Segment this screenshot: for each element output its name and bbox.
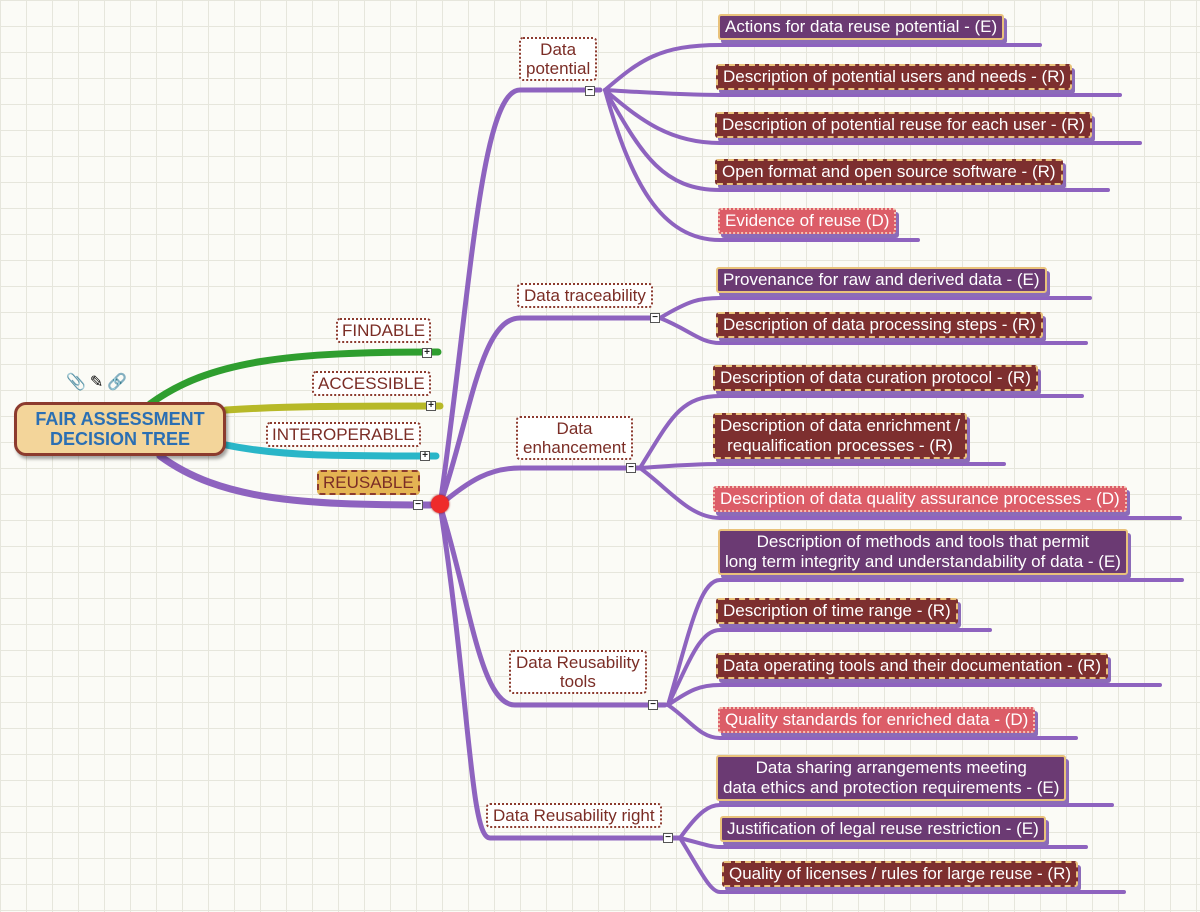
subtopic-tools-line2: tools bbox=[559, 672, 596, 691]
leaf-data-quality-assurance[interactable]: Description of data quality assurance pr… bbox=[713, 486, 1127, 512]
subtopic-data-enhancement[interactable]: Data enhancement bbox=[516, 416, 634, 460]
leaf-methods-tools-integrity[interactable]: Description of methods and tools that pe… bbox=[718, 529, 1128, 575]
paperclip-icon[interactable]: 📎 bbox=[66, 374, 86, 391]
leaf-open-format-software[interactable]: Open format and open source software - (… bbox=[715, 159, 1063, 185]
leaf-u1-line2: long term integrity and understandabilit… bbox=[725, 552, 1121, 571]
subtopic-data-reusability-right[interactable]: Data Reusability right bbox=[486, 803, 662, 828]
edge-right bbox=[437, 502, 683, 841]
leaf-data-enrichment-requalification[interactable]: Description of data enrichment / requali… bbox=[713, 413, 968, 459]
leaf-potential-reuse-each-user[interactable]: Description of potential reuse for each … bbox=[715, 112, 1092, 138]
edge-findable bbox=[146, 348, 442, 408]
link-icon[interactable]: 🔗 bbox=[107, 374, 128, 391]
reusable-hub-dot bbox=[431, 495, 449, 513]
category-interoperable[interactable]: INTEROPERABLE bbox=[266, 422, 421, 447]
leaf-r1-line2: data ethics and protection requirements … bbox=[723, 778, 1060, 797]
expand-interoperable-toggle[interactable]: + bbox=[420, 451, 430, 461]
leaf-time-range[interactable]: Description of time range - (R) bbox=[716, 598, 958, 624]
edge-interoperable bbox=[222, 441, 440, 460]
subtopic-data-reusability-tools[interactable]: Data Reusability tools bbox=[509, 650, 647, 694]
collapse-tools-toggle[interactable]: − bbox=[648, 700, 658, 710]
edge-tools bbox=[437, 502, 668, 708]
edge-accessible bbox=[222, 402, 444, 414]
collapse-reusable-toggle[interactable]: − bbox=[413, 500, 423, 510]
root-toolbar: 📎✎🔗 bbox=[66, 372, 131, 392]
subtopic-data-potential[interactable]: Data potential bbox=[519, 37, 598, 81]
leaf-data-curation-protocol[interactable]: Description of data curation protocol - … bbox=[713, 365, 1038, 391]
subtopic-data-traceability[interactable]: Data traceability bbox=[517, 283, 653, 308]
category-accessible[interactable]: ACCESSIBLE bbox=[312, 371, 431, 396]
subtopic-data-enhancement-line1: Data bbox=[556, 419, 593, 438]
leaf-r1-line1: Data sharing arrangements meeting bbox=[755, 758, 1027, 777]
root-title-line2: DECISION TREE bbox=[49, 429, 191, 449]
expand-accessible-toggle[interactable]: + bbox=[426, 401, 436, 411]
root-title-line1: FAIR ASSESSMENT bbox=[35, 409, 205, 429]
leaf-e2-line1: Description of data enrichment / bbox=[720, 416, 961, 435]
leaf-provenance-raw-derived[interactable]: Provenance for raw and derived data - (E… bbox=[716, 267, 1047, 293]
leaf-actions-data-reuse-potential[interactable]: Actions for data reuse potential - (E) bbox=[718, 14, 1005, 40]
leaf-evidence-of-reuse[interactable]: Evidence of reuse (D) bbox=[718, 208, 897, 234]
category-reusable[interactable]: REUSABLE bbox=[317, 470, 420, 495]
category-findable[interactable]: FINDABLE bbox=[336, 318, 432, 343]
leaf-e2-line2: requalification processes - (R) bbox=[727, 436, 953, 455]
subtopic-data-potential-line1: Data bbox=[540, 40, 577, 59]
edge-enhancement bbox=[437, 465, 643, 508]
leaf-quality-standards-enriched[interactable]: Quality standards for enriched data - (D… bbox=[718, 707, 1036, 733]
leaf-operating-tools-documentation[interactable]: Data operating tools and their documenta… bbox=[716, 653, 1108, 679]
edge-reusable bbox=[156, 452, 434, 509]
root-node[interactable]: FAIR ASSESSMENT DECISION TREE bbox=[14, 402, 226, 456]
collapse-right-toggle[interactable]: − bbox=[663, 833, 673, 843]
expand-findable-toggle[interactable]: + bbox=[422, 348, 432, 358]
collapse-traceability-toggle[interactable]: − bbox=[650, 313, 660, 323]
subtopic-data-potential-line2: potential bbox=[526, 59, 591, 78]
collapse-potential-toggle[interactable]: − bbox=[585, 86, 595, 96]
edge-traceability bbox=[437, 315, 663, 508]
edit-note-icon[interactable]: ✎ bbox=[89, 374, 104, 391]
collapse-enhancement-toggle[interactable]: − bbox=[626, 463, 636, 473]
leaf-legal-reuse-restriction[interactable]: Justification of legal reuse restriction… bbox=[720, 816, 1046, 842]
edge-potential bbox=[437, 87, 603, 508]
leaf-potential-users-needs[interactable]: Description of potential users and needs… bbox=[716, 64, 1073, 90]
subtopic-tools-line1: Data Reusability bbox=[516, 653, 640, 672]
leaf-data-processing-steps[interactable]: Description of data processing steps - (… bbox=[716, 312, 1043, 338]
leaf-licenses-rules-large-reuse[interactable]: Quality of licenses / rules for large re… bbox=[722, 861, 1079, 887]
leaf-data-sharing-arrangements[interactable]: Data sharing arrangements meeting data e… bbox=[716, 755, 1067, 801]
leaf-u1-line1: Description of methods and tools that pe… bbox=[756, 532, 1090, 551]
subtopic-data-enhancement-line2: enhancement bbox=[523, 438, 627, 457]
